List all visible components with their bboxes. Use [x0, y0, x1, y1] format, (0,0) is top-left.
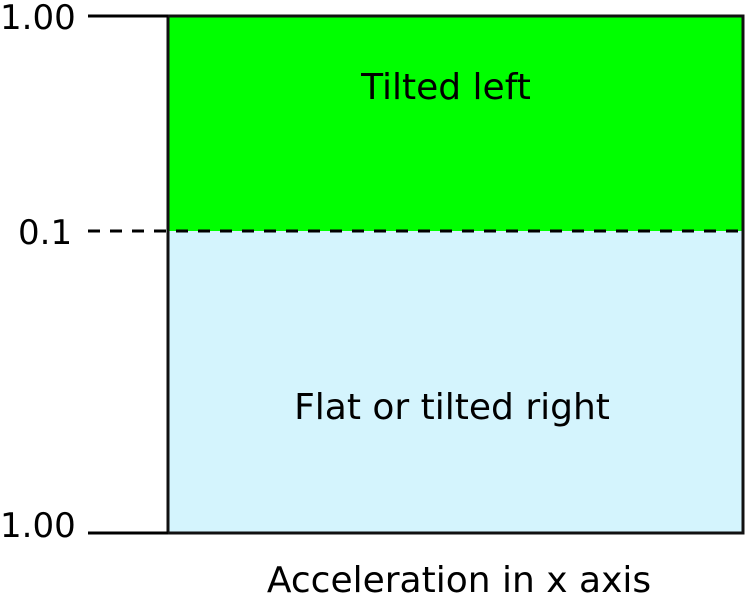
top-tick-label: 1.00: [0, 0, 76, 38]
tilted-left-region: [168, 16, 743, 231]
diagram-frame: [166, 14, 745, 535]
threshold-tick-label: 0.1: [18, 213, 72, 253]
flat-or-tilted-right-region: [168, 231, 743, 533]
bottom-tick-label: 1.00: [0, 506, 76, 546]
tilted-left-label: Tilted left: [360, 67, 531, 108]
acceleration-axis-title: Acceleration in x axis: [267, 560, 651, 594]
flat-or-tilted-right-label: Flat or tilted right: [294, 387, 610, 428]
